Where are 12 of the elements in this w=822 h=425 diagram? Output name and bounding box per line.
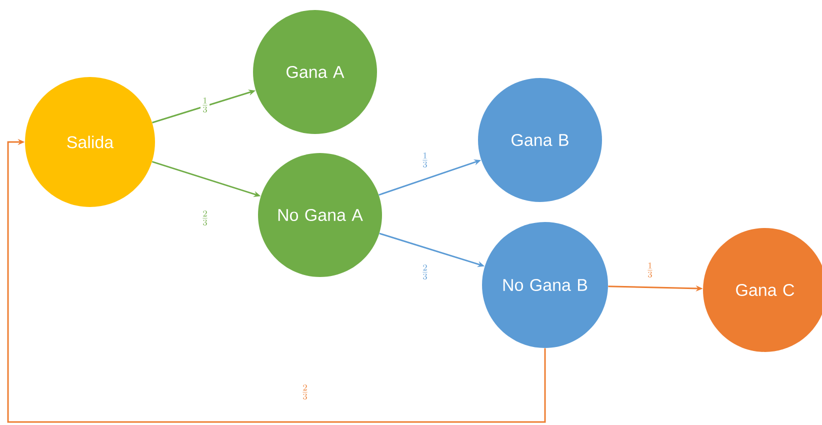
circle-node: Gana A — [253, 10, 377, 134]
edge-label: $\frac{1}{3}$ — [420, 152, 430, 168]
edge-label: $\frac{2}{3}$ — [420, 264, 430, 280]
circle-node: Gana B — [478, 78, 602, 202]
arrow — [7, 138, 546, 423]
circle-node: No Gana B — [482, 222, 608, 348]
circle-node: No Gana A — [258, 153, 382, 277]
edge-label: $\frac{2}{3}$ — [200, 210, 210, 226]
edge-label: $\frac{1}{3}$ — [646, 262, 654, 278]
edge-label: $\frac{1}{3}$ — [200, 96, 210, 114]
circle-node: Salida — [25, 77, 155, 207]
edge-label: $\frac{2}{3}$ — [300, 384, 310, 400]
